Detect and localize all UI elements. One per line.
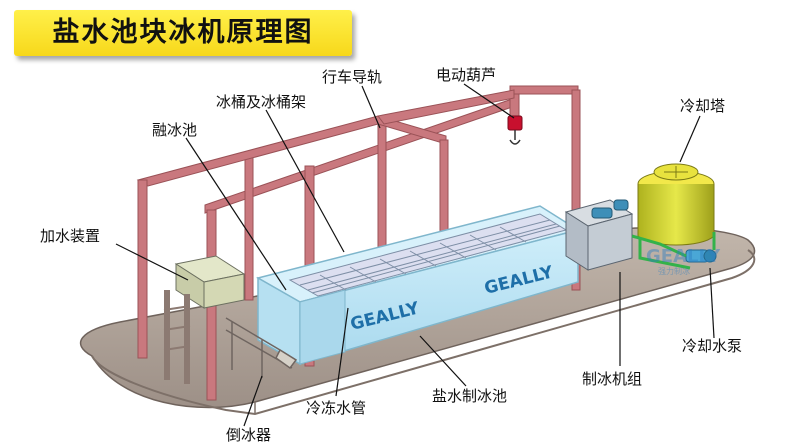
callout-water-adder	[115, 243, 189, 281]
callout-rail	[361, 85, 381, 129]
page-title: 盐水池块冰机原理图	[52, 17, 314, 48]
label-cooling-tower: 冷却塔	[680, 97, 726, 115]
label-hoist: 电动葫芦	[436, 66, 497, 84]
label-cooling-pump: 冷却水泵	[682, 337, 743, 355]
ice-machine-unit	[564, 199, 634, 271]
label-evap-tube: 冷冻水管	[306, 399, 367, 417]
label-water-adder: 加水装置	[40, 227, 101, 245]
label-ice-dumper: 倒冰器	[226, 426, 272, 444]
water-adding-device	[163, 255, 246, 384]
callout-brine-pool	[419, 335, 467, 387]
label-bucket: 冰桶及冰桶架	[216, 93, 307, 111]
label-ice-unit: 制冰机组	[582, 370, 643, 388]
callout-melt-pool	[185, 137, 287, 291]
ice-dumper	[225, 317, 298, 378]
cooling-water-piping	[631, 232, 716, 270]
title-banner: 盐水池块冰机原理图	[14, 10, 352, 56]
electric-hoist	[507, 115, 523, 145]
callout-ice-dumper	[243, 375, 263, 427]
callout-bucket	[265, 109, 345, 253]
cooling-tower	[637, 163, 715, 246]
callout-cooling-pump	[709, 267, 715, 339]
base-brand-logo: GEALLY	[646, 246, 721, 267]
callout-cooling-tower	[679, 115, 701, 163]
base-brand-subtitle: 强力制冰	[658, 266, 690, 276]
label-brine-pool: 盐水制冰池	[432, 387, 508, 405]
callout-lines	[115, 83, 715, 427]
base-brand: GEALLY 强力制冰	[646, 246, 721, 276]
label-rail: 行车导轨	[322, 68, 383, 86]
callout-hoist	[463, 83, 515, 119]
label-melt-pool: 融冰池	[152, 121, 198, 139]
callout-evap-tube	[335, 307, 349, 397]
